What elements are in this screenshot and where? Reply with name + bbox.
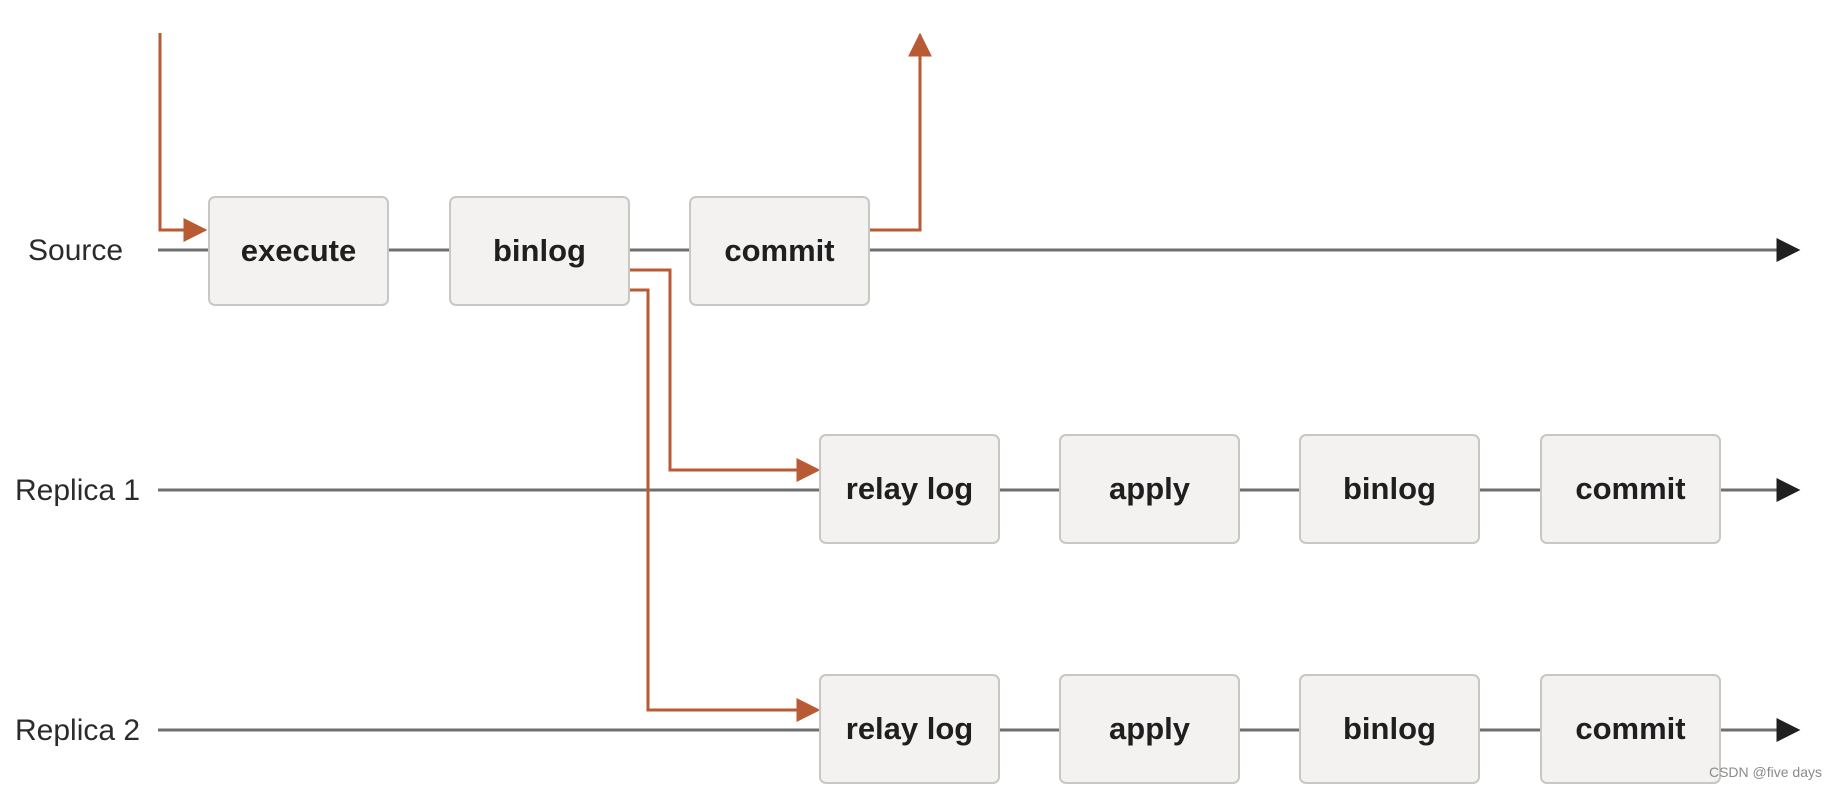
source-step-execute: execute — [208, 196, 389, 306]
replica-1-step-relay-log-label: relay log — [846, 471, 974, 506]
replica-2-step-apply: apply — [1059, 674, 1240, 784]
replica-1-step-relay-log: relay log — [819, 434, 1000, 544]
replica-2-step-relay-log: relay log — [819, 674, 1000, 784]
replica-1-step-binlog-label: binlog — [1343, 471, 1436, 506]
watermark-text: CSDN @five days — [1709, 764, 1822, 780]
source-step-binlog-label: binlog — [493, 233, 586, 268]
row-label-source: Source — [28, 234, 123, 267]
replica-2-step-binlog: binlog — [1299, 674, 1480, 784]
replica-2-step-commit-label: commit — [1575, 711, 1685, 746]
binlog-to-replica-2-arrow — [630, 288, 821, 722]
replica-2-step-binlog-label: binlog — [1343, 711, 1436, 746]
replica-1-step-apply-label: apply — [1109, 471, 1191, 506]
source-step-binlog: binlog — [449, 196, 630, 306]
replica-1-step-commit-label: commit — [1575, 471, 1685, 506]
replica-1-step-apply: apply — [1059, 434, 1240, 544]
replica-2-step-commit: commit — [1540, 674, 1721, 784]
replica-2-step-relay-log-label: relay log — [846, 711, 974, 746]
incoming-transaction-arrow — [158, 33, 208, 242]
source-step-execute-label: execute — [241, 233, 356, 268]
row-label-replica-2: Replica 2 — [15, 714, 140, 747]
source-step-commit: commit — [689, 196, 870, 306]
binlog-to-replica-1-arrow — [630, 268, 821, 482]
commit-return-arrow — [870, 32, 932, 232]
replica-2-step-apply-label: apply — [1109, 711, 1191, 746]
source-step-commit-label: commit — [724, 233, 834, 268]
row-label-replica-1: Replica 1 — [15, 474, 140, 507]
replica-1-step-commit: commit — [1540, 434, 1721, 544]
replica-1-step-binlog: binlog — [1299, 434, 1480, 544]
